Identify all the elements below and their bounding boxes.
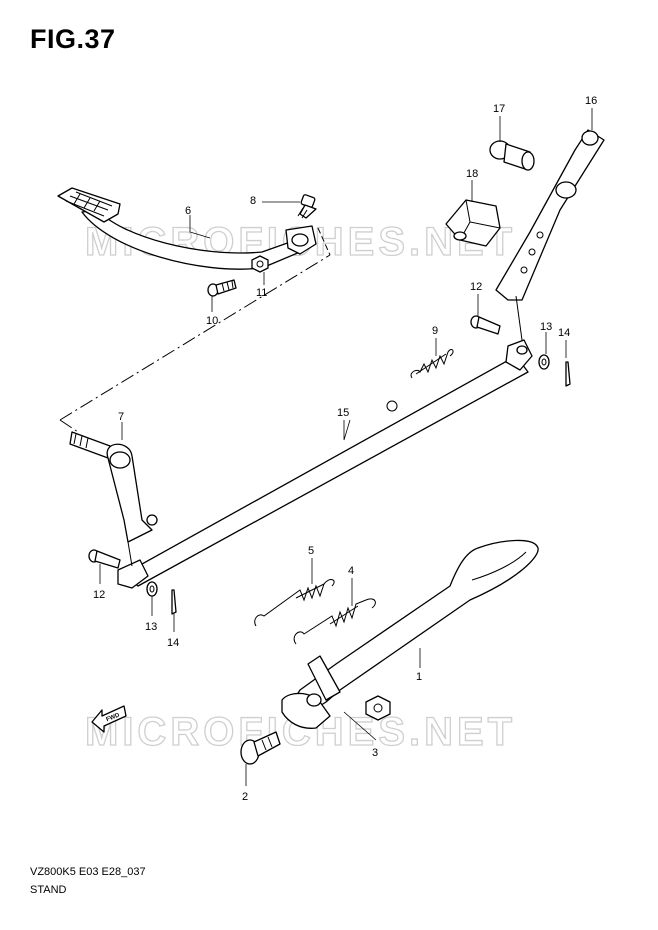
stand-pivot-bolt[interactable]: [240, 731, 281, 765]
callout-6: 6: [185, 205, 191, 217]
figure-title: FIG.37: [30, 24, 116, 54]
stand-shaft[interactable]: [117, 339, 533, 589]
callout-5: 5: [308, 545, 314, 557]
stand-nut[interactable]: [365, 695, 391, 721]
callout-7: 7: [118, 411, 124, 423]
callout-13-upper: 13: [540, 321, 552, 333]
callout-labels: 6 8 11 10 17 18 16 12 9 13 14 7 15 12 13…: [93, 95, 597, 803]
washer-upper[interactable]: [538, 354, 550, 370]
clevis-pin-lower[interactable]: [88, 549, 121, 569]
callout-14-lower: 14: [167, 637, 179, 649]
fwd-arrow-icon: FWD: [91, 705, 127, 733]
stand-link-arm[interactable]: [495, 129, 605, 353]
stand-spring-upper[interactable]: [410, 349, 454, 379]
brake-pedal[interactable]: [57, 187, 317, 270]
callout-15: 15: [337, 407, 349, 419]
callout-17: 17: [493, 103, 505, 115]
callout-14-upper: 14: [558, 327, 570, 339]
clevis-pin-upper[interactable]: [470, 315, 501, 335]
callout-8: 8: [250, 195, 256, 207]
callout-12-upper: 12: [470, 281, 482, 293]
callout-9: 9: [432, 325, 438, 337]
pedal-pivot-bolt[interactable]: [207, 279, 237, 297]
fwd-label: FWD: [106, 712, 122, 723]
model-code: VZ800K5 E03 E28_037: [30, 866, 146, 878]
callout-18: 18: [466, 168, 478, 180]
callout-12-lower: 12: [93, 589, 105, 601]
pedal-bolt[interactable]: [297, 194, 317, 219]
washer-lower[interactable]: [146, 581, 158, 597]
callout-16: 16: [585, 95, 597, 107]
side-stand[interactable]: [281, 539, 539, 729]
assembly-reference-lines: [59, 227, 331, 433]
stand-spring-outer[interactable]: [293, 598, 376, 645]
pedal-lever[interactable]: [69, 431, 158, 567]
stand-spring-inner[interactable]: [254, 579, 335, 627]
callout-2: 2: [242, 791, 248, 803]
pedal-nut[interactable]: [251, 255, 269, 273]
callout-3: 3: [372, 747, 378, 759]
callout-11: 11: [256, 287, 267, 299]
callout-13-lower: 13: [145, 621, 157, 633]
callout-1: 1: [416, 671, 422, 683]
leader-lines: [99, 108, 593, 786]
callout-10: 10: [206, 315, 218, 327]
link-cover[interactable]: [445, 199, 501, 247]
link-pivot-bolt[interactable]: [489, 140, 535, 171]
callout-4: 4: [348, 565, 354, 577]
cotter-pin-lower[interactable]: [171, 589, 177, 615]
section-name: STAND: [30, 884, 67, 896]
cotter-pin-upper[interactable]: [565, 361, 571, 387]
